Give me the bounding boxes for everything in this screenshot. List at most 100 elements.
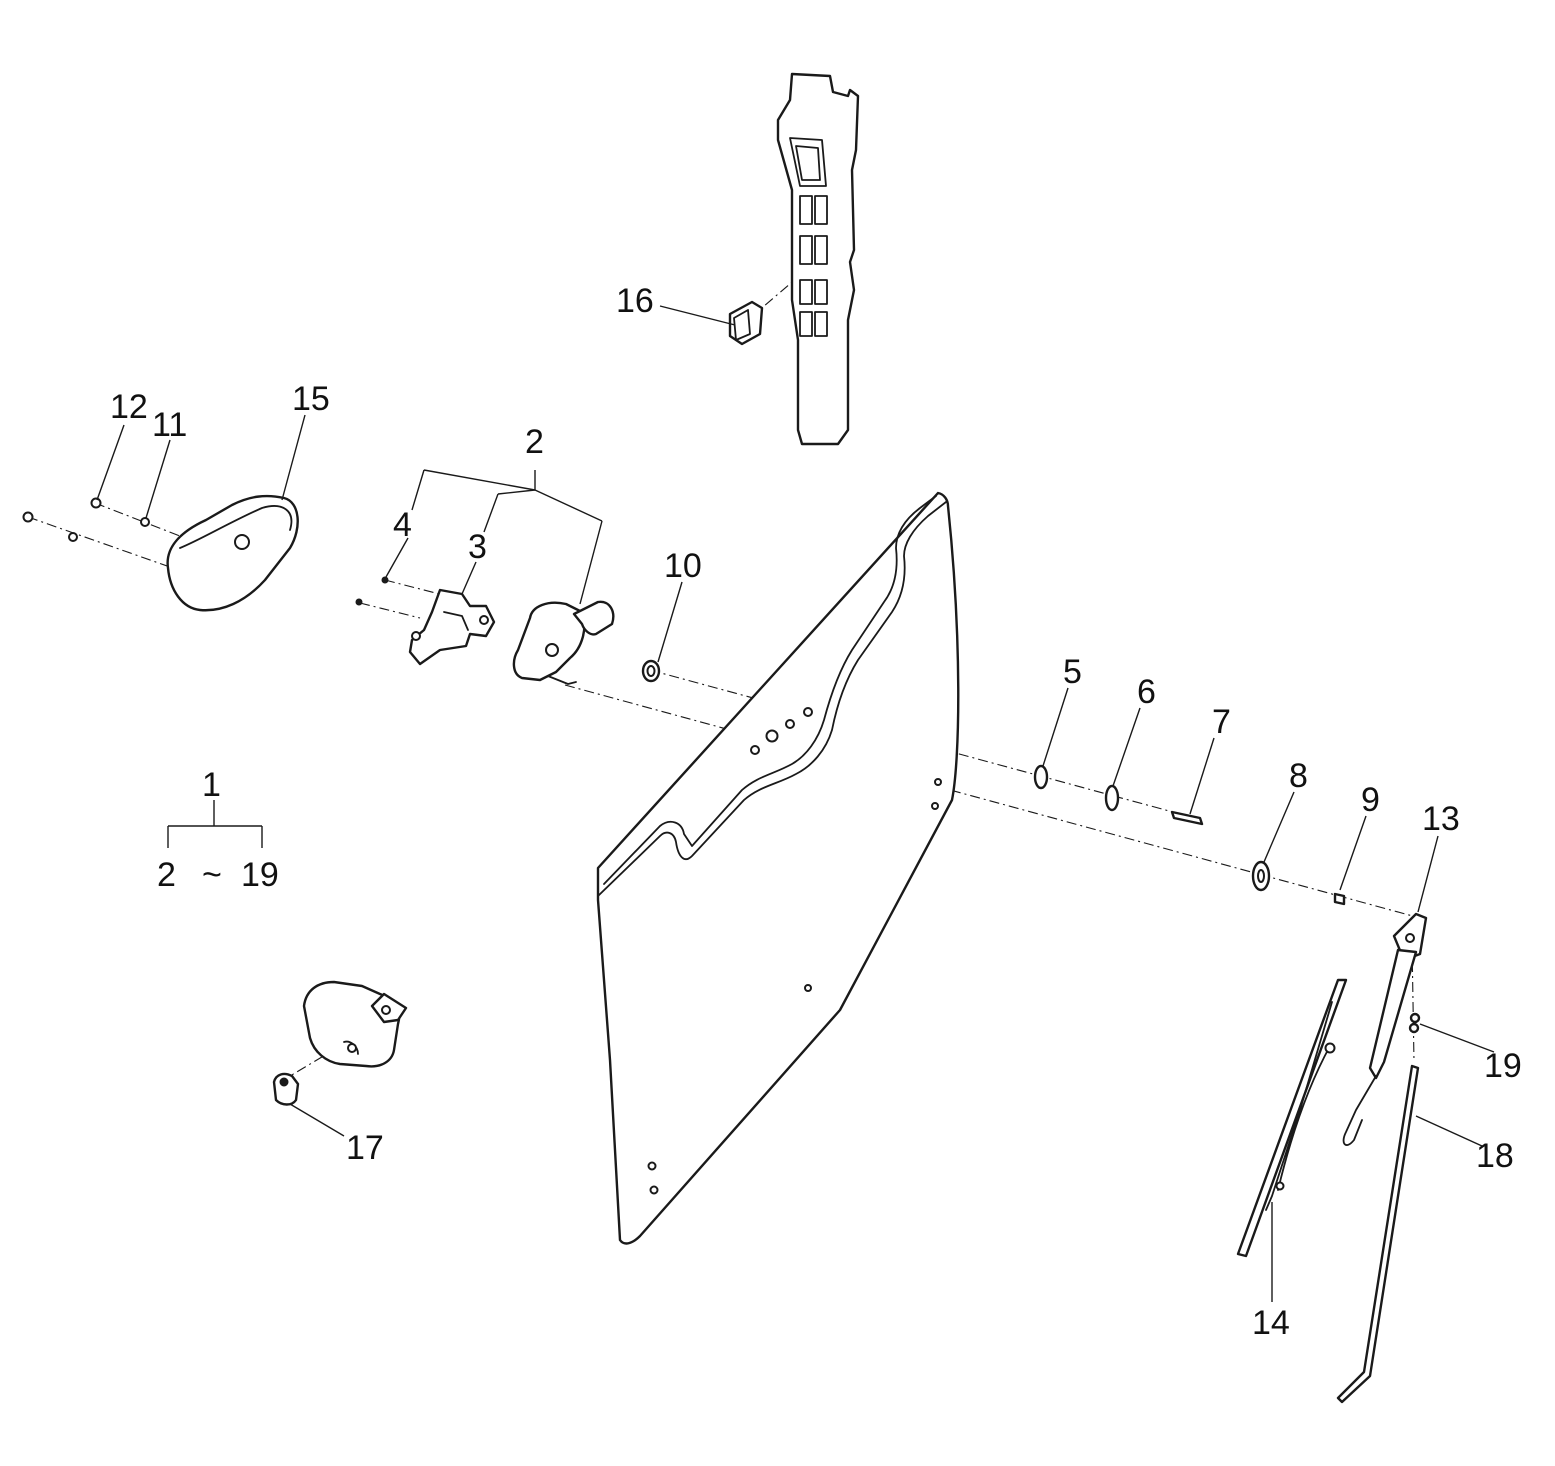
motor-cover-boss	[234, 534, 250, 550]
motor-bracket-fold	[443, 611, 469, 631]
washer-5	[1033, 764, 1049, 790]
callout-18: 18	[1476, 1137, 1514, 1175]
centerline-cover-lower	[27, 516, 171, 568]
wiper-motor	[512, 600, 615, 685]
washer-nozzle	[1408, 1012, 1421, 1034]
side-panel-window-inner	[795, 145, 821, 181]
windshield-glass-holes	[647, 707, 942, 1195]
wiper-blade-clip	[1324, 1042, 1336, 1054]
windshield-glass-outline	[596, 491, 960, 1245]
washer-tank-port-hole	[347, 1043, 357, 1053]
centerline-bracket-lower	[359, 602, 421, 619]
rocker-switch-body	[728, 300, 764, 346]
leader-12	[96, 424, 125, 501]
ring-6	[1104, 784, 1120, 812]
nut-8-inner	[1257, 869, 1265, 883]
washer-nozzle-bottom	[1408, 1022, 1420, 1034]
fastener-cover-nut-a	[22, 511, 34, 523]
callout-1-range: 2 ~ 19	[157, 856, 279, 894]
fastener-cover-washer-a	[68, 532, 78, 542]
callout-2-bracket	[411, 469, 603, 605]
leader-3	[461, 561, 477, 595]
windshield-glass	[596, 491, 960, 1245]
wiper-blade-rubber	[1236, 978, 1348, 1258]
motor-bracket-hole-b	[411, 631, 421, 641]
leader-10	[657, 581, 683, 663]
motor-cover-body	[166, 494, 299, 612]
washer-tank-cap-hole	[381, 1005, 391, 1015]
leader-7	[1189, 737, 1215, 815]
motor-bracket-hole-a	[479, 615, 489, 625]
washer-tank	[302, 980, 408, 1068]
motor-cover	[166, 494, 299, 612]
rocker-switch	[728, 300, 764, 346]
callout-9: 9	[1361, 781, 1380, 819]
leader-6	[1112, 707, 1141, 787]
callout-12: 12	[110, 388, 148, 426]
wiper-motor-gearbox	[512, 601, 586, 682]
washer-tube-body	[1336, 1064, 1420, 1404]
leader-19	[1419, 1023, 1495, 1053]
leader-16	[659, 305, 736, 326]
callout-2: 2	[525, 423, 544, 461]
leader-15	[281, 414, 306, 501]
callout-6: 6	[1137, 673, 1156, 711]
screw-4a	[381, 576, 389, 584]
callout-11: 11	[152, 406, 187, 444]
wiper-arm-pivot	[1405, 933, 1415, 943]
leader-17	[289, 1103, 345, 1137]
wiper-motor-boss	[545, 643, 559, 657]
leader-8	[1263, 791, 1295, 863]
leader-13	[1417, 835, 1439, 913]
callout-5: 5	[1063, 653, 1082, 691]
side-panel-switch-slots	[799, 195, 828, 337]
wiper-blade-frame	[1265, 1001, 1333, 1211]
centerline-shaft-lower	[564, 684, 1421, 919]
callout-13: 13	[1422, 800, 1460, 838]
leader-11	[145, 439, 171, 519]
washer-pump-terminal	[279, 1077, 289, 1087]
side-panel-body	[776, 72, 860, 446]
callout-10: 10	[664, 547, 702, 585]
wiper-blade	[1236, 978, 1348, 1258]
cap-9	[1333, 892, 1346, 906]
windshield-glass-seal-inner	[603, 495, 937, 885]
range-end: 19	[241, 856, 279, 894]
screw-4b	[355, 598, 363, 606]
fastener-12-nut	[90, 497, 102, 509]
wiper-arm	[1342, 912, 1428, 1146]
centerline-cover-upper	[94, 502, 186, 539]
side-panel-window	[789, 137, 827, 187]
cover-fasteners	[22, 497, 150, 542]
range-tilde: ~	[202, 856, 222, 894]
callout-19: 19	[1484, 1047, 1522, 1085]
grommet-10-inner	[646, 665, 656, 677]
leader-lines	[96, 305, 1495, 1302]
callout-7: 7	[1212, 703, 1231, 741]
washer-pump	[272, 1072, 300, 1106]
callout-4: 4	[393, 506, 412, 544]
callout-1: 1	[202, 766, 221, 804]
callout-15: 15	[292, 380, 330, 418]
wiper-motor-can	[572, 600, 615, 636]
leader-5	[1042, 687, 1069, 767]
shaft-hardware	[641, 659, 1346, 906]
windshield-glass-seal-outer	[597, 501, 947, 897]
fastener-11-washer	[140, 517, 150, 527]
side-panel	[776, 72, 860, 446]
callout-8: 8	[1289, 757, 1308, 795]
leader-18	[1415, 1115, 1483, 1147]
callout-17: 17	[346, 1129, 384, 1167]
leader-9	[1339, 815, 1367, 891]
motor-bracket	[408, 588, 496, 666]
callout-3: 3	[468, 528, 487, 566]
callout-1-bracket	[167, 800, 263, 848]
pin-7	[1170, 810, 1204, 826]
rocker-switch-face	[733, 309, 751, 341]
wiper-arm-hook	[1342, 1075, 1377, 1146]
wiper-motor-shaft	[547, 675, 577, 685]
callout-16: 16	[616, 282, 654, 320]
washer-nozzle-top	[1409, 1012, 1421, 1024]
wiper-arm-bar	[1368, 948, 1418, 1080]
leader-4	[385, 537, 409, 578]
